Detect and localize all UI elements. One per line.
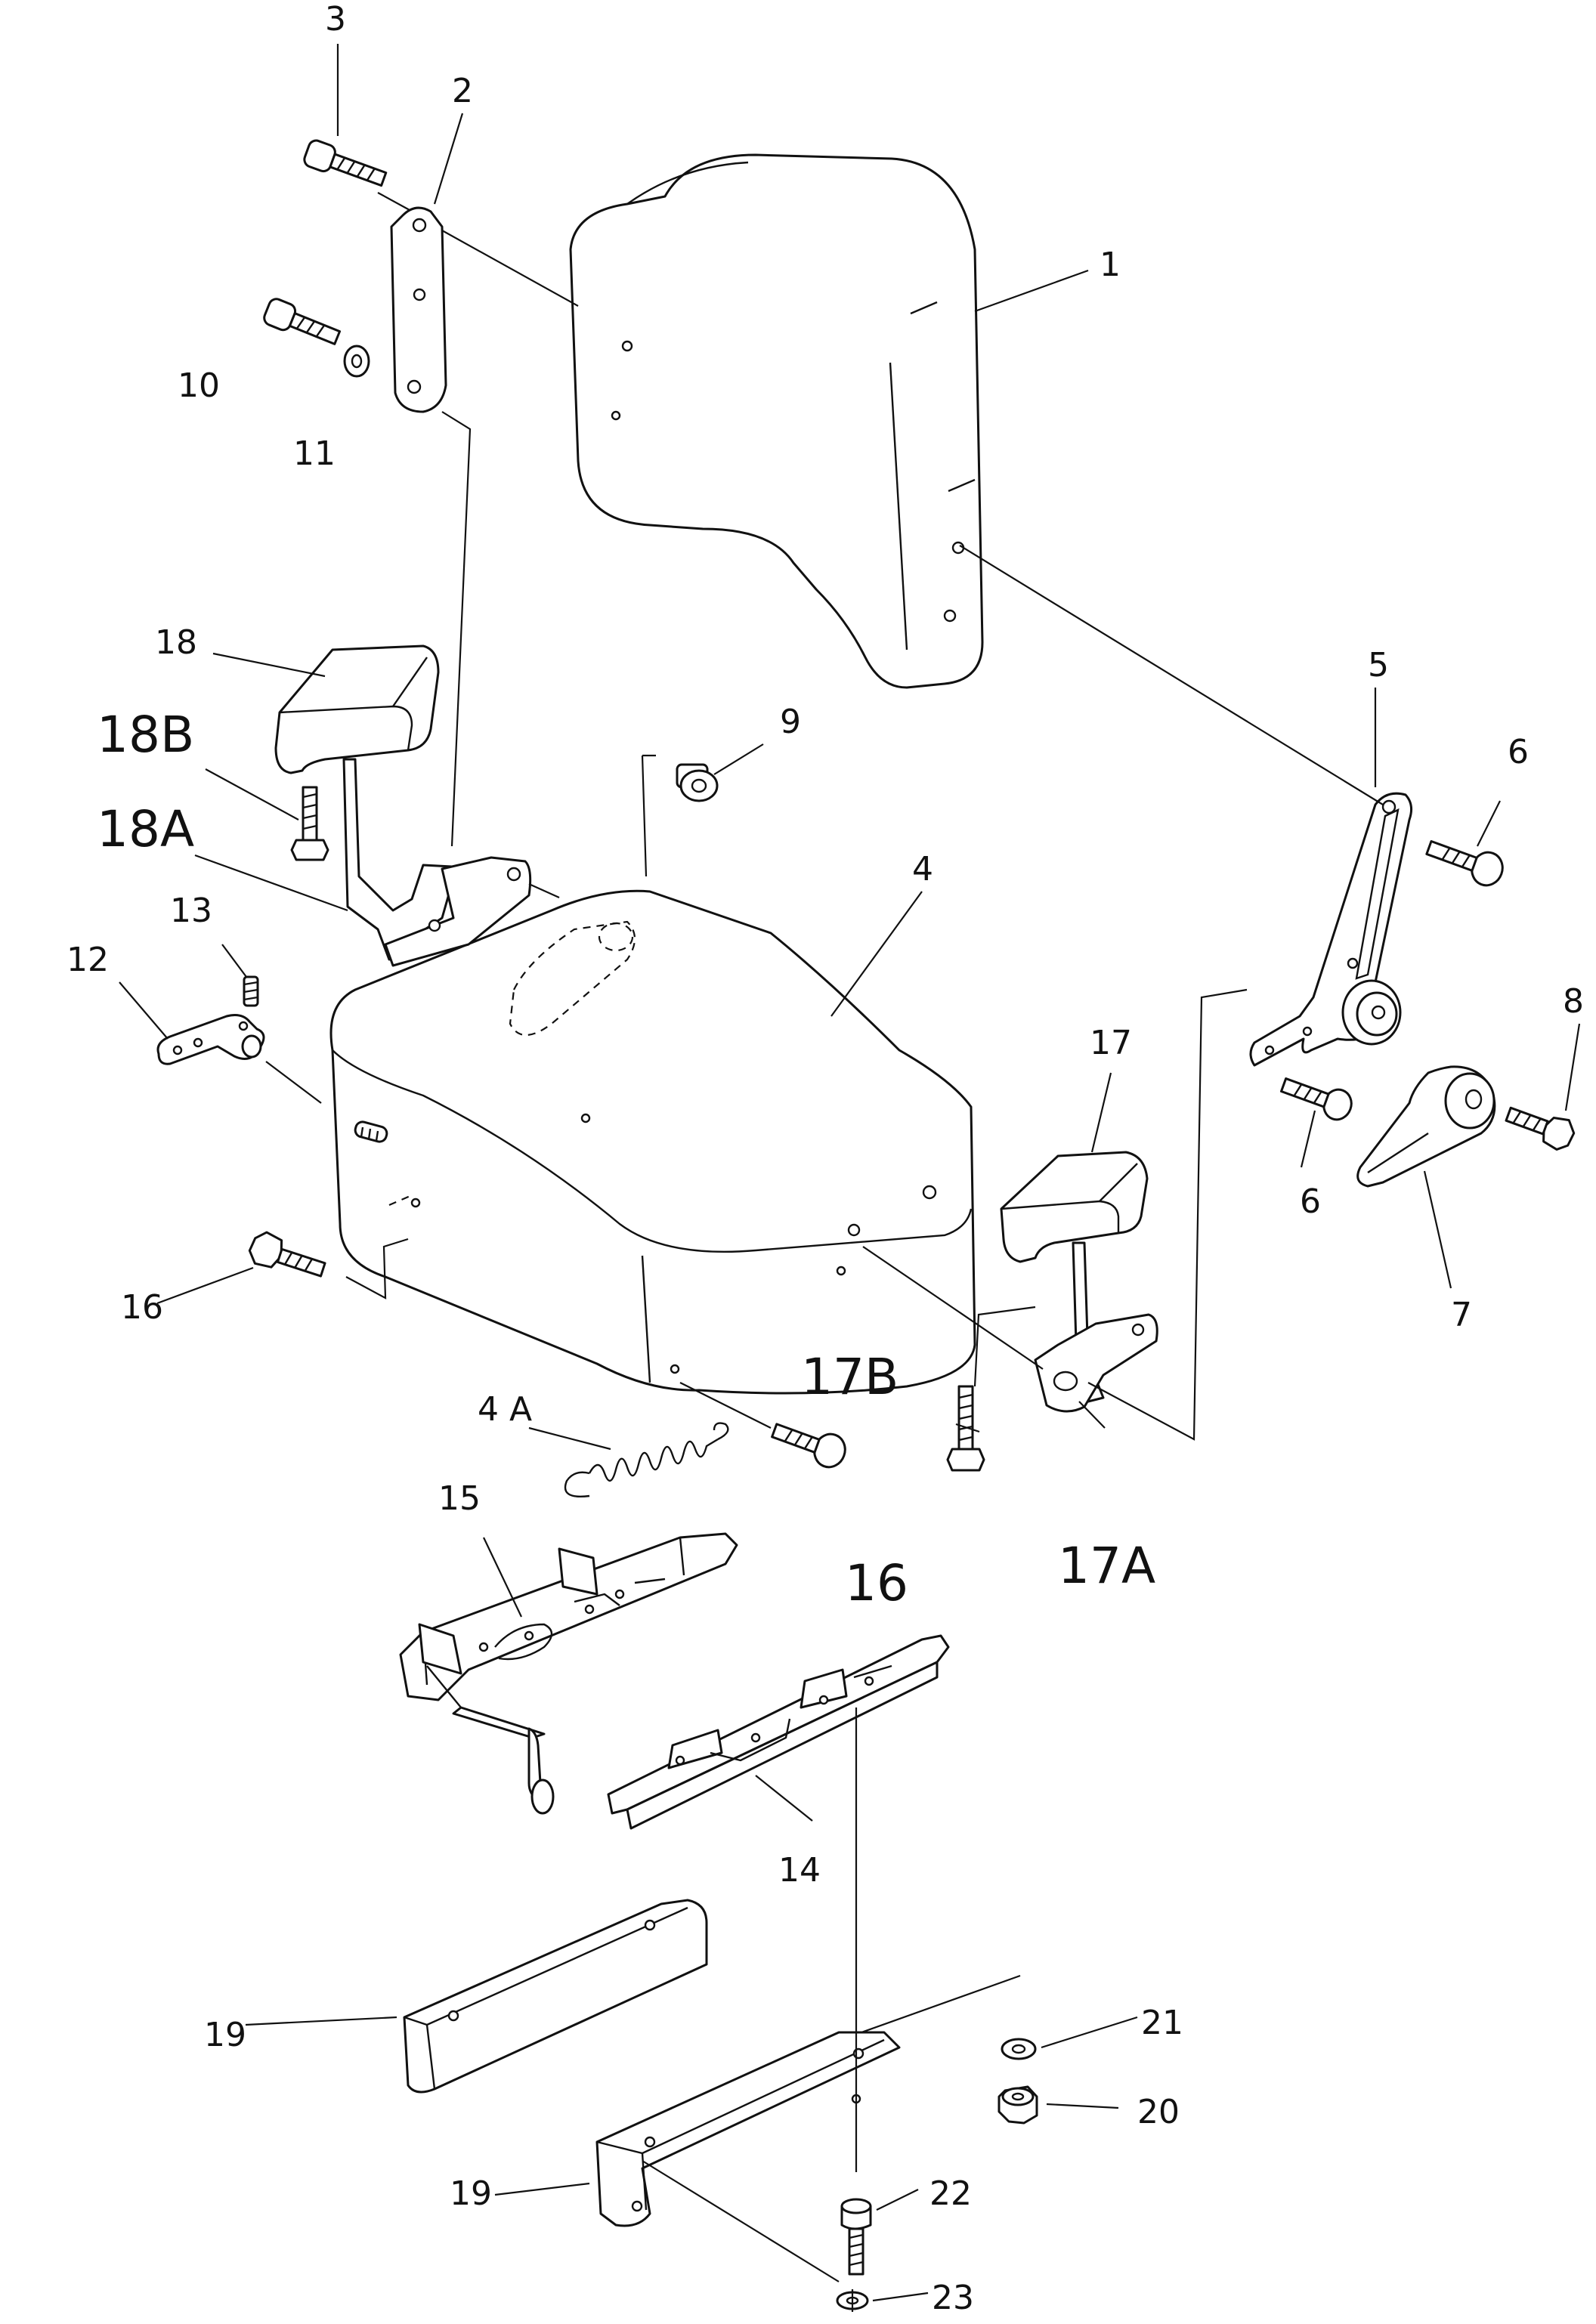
bolt-part — [771, 1423, 846, 1469]
callout-15: 15 — [438, 1479, 481, 1518]
cap-nut-part — [676, 763, 719, 802]
callout-18A: 18A — [97, 800, 194, 858]
callout-19-upper: 19 — [204, 2016, 246, 2054]
callout-1: 1 — [1100, 246, 1121, 284]
callout-13: 13 — [170, 892, 212, 930]
armrest-right-bracket-part — [1034, 1241, 1158, 1413]
callout-3: 3 — [325, 0, 346, 39]
callout-22: 22 — [929, 2174, 972, 2213]
callout-18: 18 — [155, 623, 197, 662]
callout-21: 21 — [1141, 2004, 1183, 2042]
callout-2: 2 — [452, 72, 473, 110]
pin-part — [243, 975, 259, 1007]
bolt-part — [290, 786, 329, 861]
callout-17A: 17A — [1058, 1537, 1155, 1595]
armrest-right-part — [1000, 1151, 1149, 1263]
callout-7: 7 — [1451, 1296, 1472, 1334]
bolt-part — [840, 2198, 872, 2276]
nut-part — [998, 2085, 1038, 2125]
armrest-left-bracket-part — [342, 758, 532, 967]
callout-11: 11 — [293, 434, 336, 473]
backrest-part — [569, 153, 984, 689]
armrest-left-part — [274, 644, 440, 774]
reclining-plate-part — [1249, 792, 1413, 1067]
seat-cushion-part — [329, 889, 976, 1395]
bracket-part — [390, 206, 447, 413]
callout-17: 17 — [1090, 1024, 1132, 1062]
bolt-part — [946, 1385, 985, 1472]
mounting-bracket-part — [595, 2031, 901, 2227]
callout-4: 4 — [912, 850, 933, 888]
part-number-labels: 3 2 1 10 11 18 18B 18A 9 5 6 4 12 13 8 1… — [66, 0, 1584, 2317]
bolt-part — [263, 298, 342, 345]
callout-6-lower: 6 — [1300, 1182, 1321, 1221]
lever-bracket-part — [156, 1014, 265, 1065]
callout-leaders — [119, 44, 1581, 2302]
callout-17B: 17B — [801, 1348, 899, 1406]
callout-19-lower: 19 — [450, 2174, 492, 2213]
mounting-bracket-part — [403, 1899, 708, 2094]
assembly-lines — [265, 192, 1384, 2312]
callout-12: 12 — [66, 941, 109, 979]
callout-9: 9 — [780, 703, 801, 741]
slide-rail-part — [607, 1634, 950, 1830]
callout-10: 10 — [178, 366, 220, 405]
callout-5: 5 — [1368, 646, 1389, 685]
spring-part — [564, 1422, 729, 1497]
bolt-part — [303, 139, 388, 187]
callout-18B: 18B — [97, 706, 194, 764]
washer-part — [343, 345, 370, 378]
bolt-part — [1425, 839, 1504, 887]
washer-part — [1001, 2038, 1037, 2060]
callout-16-left: 16 — [121, 1288, 163, 1327]
lever-knob-part — [1356, 1065, 1496, 1188]
callout-23: 23 — [932, 2279, 974, 2317]
callout-4A: 4 A — [478, 1390, 532, 1429]
callout-20: 20 — [1137, 2093, 1180, 2131]
callout-6-upper: 6 — [1508, 733, 1529, 771]
callout-16-center: 16 — [845, 1554, 908, 1612]
callout-14: 14 — [778, 1851, 821, 1890]
bolt-part — [248, 1231, 326, 1278]
slide-rail-handle-part — [399, 1532, 738, 1815]
callout-8: 8 — [1563, 982, 1584, 1021]
bolt-part — [1505, 1106, 1576, 1151]
bolt-part — [1280, 1077, 1353, 1121]
